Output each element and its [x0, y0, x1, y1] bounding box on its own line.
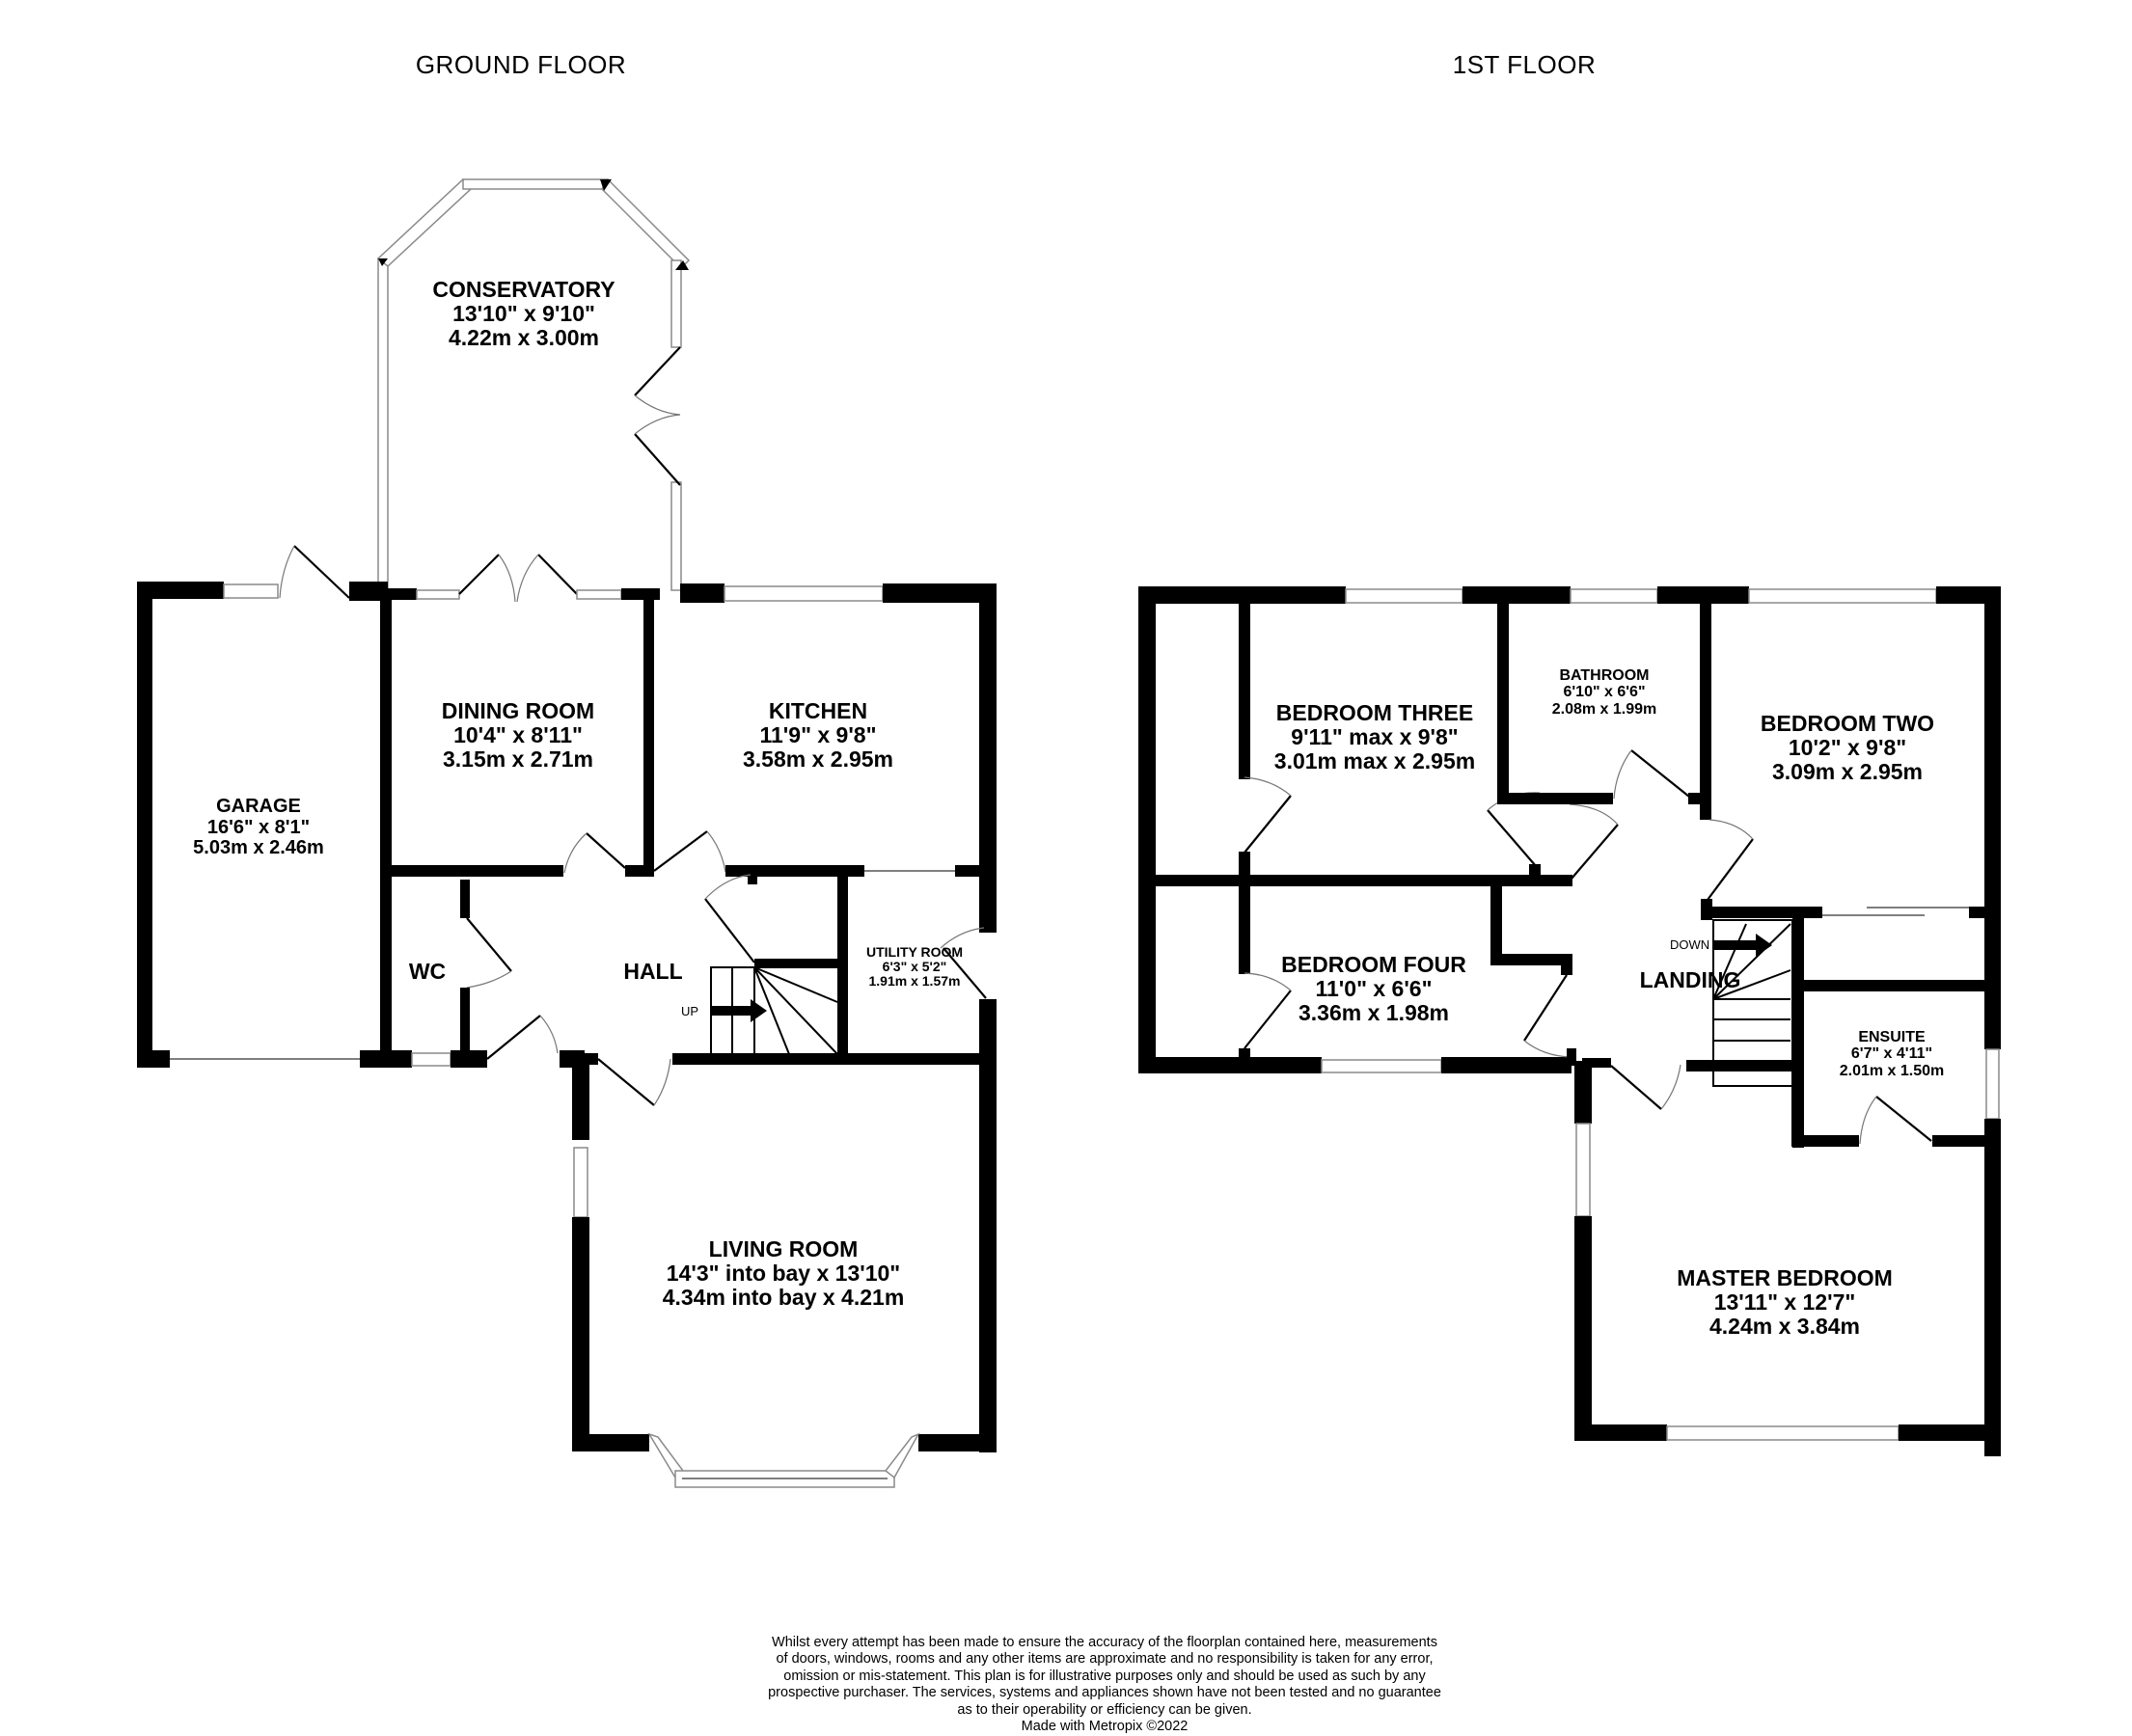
room-dimensions-imperial: 11'0" x 6'6" — [1315, 975, 1433, 1001]
room-hall: HALL — [623, 960, 682, 984]
room-ensuite: ENSUITE 6'7" x 4'11" 2.01m x 1.50m — [1840, 1029, 1945, 1079]
disclaimer-line: omission or mis-statement. This plan is … — [783, 1668, 1426, 1684]
room-name: LIVING ROOM — [708, 1236, 859, 1261]
room-name: GARAGE — [216, 796, 301, 817]
room-dimensions-metric: 5.03m x 2.46m — [193, 837, 324, 859]
room-name: KITCHEN — [768, 698, 868, 723]
ground-floor-title: GROUND FLOOR — [415, 50, 627, 79]
room-bedroom-four: BEDROOM FOUR 11'0" x 6'6" 3.36m x 1.98m — [1281, 953, 1466, 1024]
room-dimensions-imperial: 13'11" x 12'7" — [1713, 1288, 1856, 1315]
room-name: HALL — [623, 959, 683, 984]
first-floor-plan — [1138, 586, 2001, 1456]
room-living-room: LIVING ROOM 14'3" into bay x 13'10" 4.34… — [663, 1237, 905, 1309]
room-name: BEDROOM FOUR — [1281, 952, 1466, 977]
room-garage: GARAGE 16'6" x 8'1" 5.03m x 2.46m — [193, 796, 324, 859]
disclaimer-line: of doors, windows, rooms and any other i… — [776, 1651, 1434, 1668]
room-dimensions-imperial: 10'4" x 8'11" — [453, 721, 583, 747]
room-dining-room: DINING ROOM 10'4" x 8'11" 3.15m x 2.71m — [442, 699, 594, 771]
room-bedroom-two: BEDROOM TWO 10'2" x 9'8" 3.09m x 2.95m — [1761, 712, 1934, 783]
room-name: BEDROOM TWO — [1760, 711, 1935, 736]
room-dimensions-metric: 2.08m x 1.99m — [1551, 700, 1657, 718]
room-conservatory: CONSERVATORY 13'10" x 9'10" 4.22m x 3.00… — [432, 278, 615, 349]
first-floor-title: 1ST FLOOR — [1452, 50, 1597, 79]
room-dimensions-imperial: 14'3" into bay x 13'10" — [666, 1260, 901, 1286]
room-dimensions-metric: 3.36m x 1.98m — [1298, 999, 1450, 1025]
room-dimensions-metric: 3.58m x 2.95m — [742, 746, 894, 772]
room-name: MASTER BEDROOM — [1677, 1265, 1893, 1290]
room-dimensions-metric: 1.91m x 1.57m — [868, 973, 961, 990]
room-dimensions-imperial: 13'10" x 9'10" — [452, 300, 595, 326]
room-dimensions-imperial: 11'9" x 9'8" — [759, 721, 877, 747]
room-landing: LANDING — [1640, 968, 1741, 992]
room-name: CONSERVATORY — [432, 277, 615, 302]
room-dimensions-metric: 4.24m x 3.84m — [1708, 1313, 1860, 1339]
room-name: WC — [408, 959, 447, 984]
room-dimensions-metric: 2.01m x 1.50m — [1839, 1062, 1945, 1079]
disclaimer-line: as to their operability or efficiency ca… — [957, 1701, 1252, 1718]
disclaimer-line: prospective purchaser. The services, sys… — [768, 1685, 1441, 1701]
room-name: BEDROOM THREE — [1275, 700, 1474, 725]
room-kitchen: KITCHEN 11'9" x 9'8" 3.58m x 2.95m — [743, 699, 893, 771]
room-dimensions-imperial: 6'7" x 4'11" — [1850, 1045, 1933, 1063]
room-name: BATHROOM — [1559, 667, 1650, 684]
room-name: DINING ROOM — [441, 698, 595, 723]
room-bedroom-three: BEDROOM THREE 9'11" max x 9'8" 3.01m max… — [1274, 701, 1475, 773]
disclaimer: Whilst every attempt has been made to en… — [714, 1635, 1495, 1735]
stairs-down-label: DOWN — [1670, 937, 1710, 952]
room-dimensions-imperial: 9'11" max x 9'8" — [1291, 723, 1459, 749]
room-utility-room: UTILITY ROOM 6'3" x 5'2" 1.91m x 1.57m — [865, 944, 964, 990]
room-dimensions-imperial: 6'3" x 5'2" — [882, 959, 947, 975]
disclaimer-line: Whilst every attempt has been made to en… — [772, 1635, 1437, 1650]
room-dimensions-metric: 3.09m x 2.95m — [1771, 758, 1923, 784]
stairs-up-label: UP — [681, 1004, 699, 1018]
credit-line: Made with Metropix ©2022 — [1021, 1718, 1189, 1734]
room-name: UTILITY ROOM — [865, 944, 964, 960]
ground-floor-stairs — [710, 966, 838, 1055]
first-floor-stairs — [1712, 911, 1804, 1148]
room-dimensions-imperial: 16'6" x 8'1" — [206, 816, 311, 838]
room-dimensions-metric: 4.22m x 3.00m — [448, 324, 599, 350]
ground-floor-plan — [137, 177, 997, 1488]
room-wc: WC — [409, 960, 446, 984]
room-dimensions-metric: 4.34m into bay x 4.21m — [662, 1284, 905, 1310]
room-name: ENSUITE — [1858, 1029, 1926, 1045]
room-master-bedroom: MASTER BEDROOM 13'11" x 12'7" 4.24m x 3.… — [1677, 1266, 1893, 1338]
room-dimensions-metric: 3.15m x 2.71m — [442, 746, 594, 772]
room-bathroom: BATHROOM 6'10" x 6'6" 2.08m x 1.99m — [1552, 667, 1657, 718]
room-dimensions-imperial: 6'10" x 6'6" — [1563, 684, 1646, 701]
room-name: LANDING — [1639, 967, 1741, 992]
room-dimensions-metric: 3.01m max x 2.95m — [1273, 747, 1476, 773]
room-dimensions-imperial: 10'2" x 9'8" — [1788, 734, 1907, 760]
conservatory-walls — [376, 177, 691, 591]
